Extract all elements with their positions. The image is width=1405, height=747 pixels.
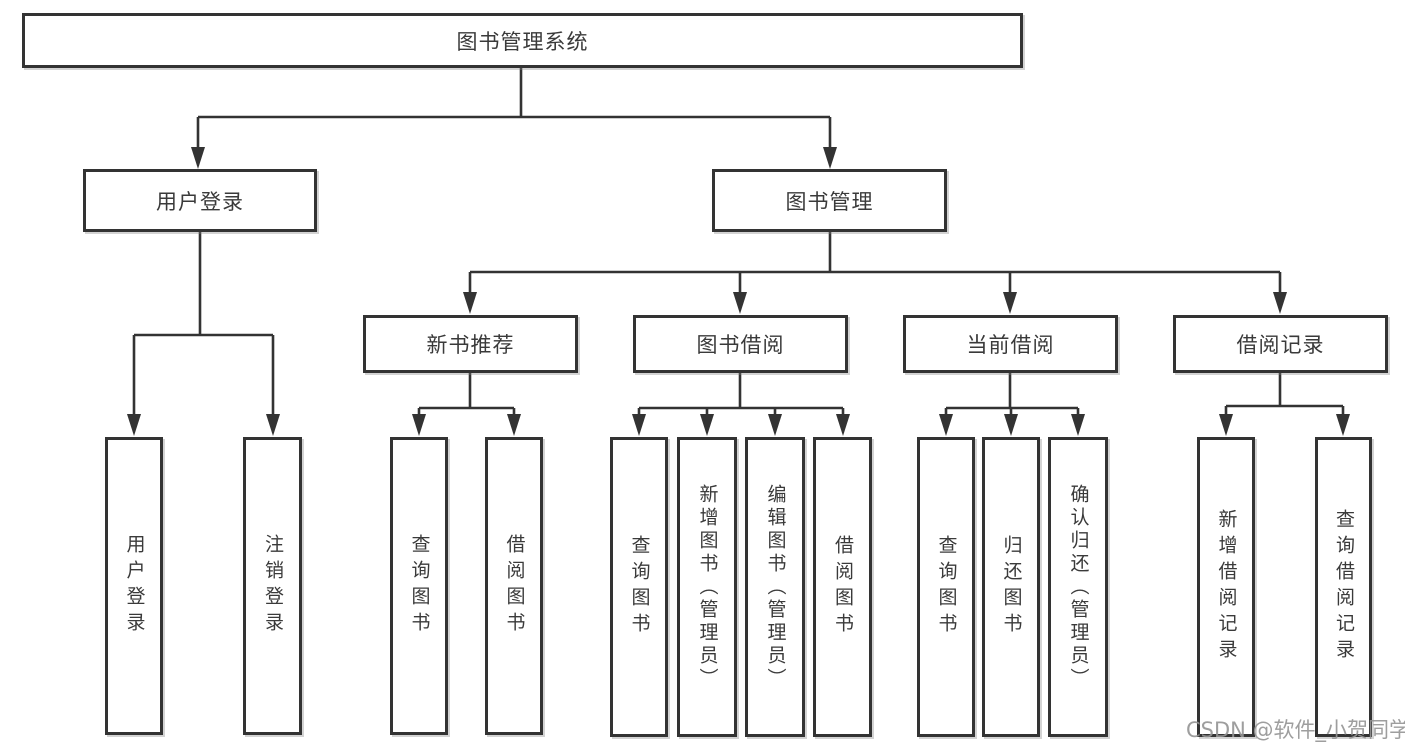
leaf-logout: 注销登录: [243, 437, 302, 735]
leaf-query-books-borrow: 查询图书: [610, 437, 668, 737]
node-library-management-system: 图书管理系统: [22, 13, 1023, 68]
leaf-query-books-current: 查询图书: [917, 437, 975, 737]
leaf-confirm-return-admin: 确认归还（管理员）: [1048, 437, 1108, 737]
node-user-login: 用户登录: [83, 169, 317, 232]
node-book-management: 图书管理: [712, 169, 947, 232]
leaf-query-books-recommend: 查询图书: [390, 437, 448, 735]
leaf-user-login: 用户登录: [105, 437, 163, 735]
node-current-borrowing: 当前借阅: [903, 315, 1118, 373]
leaf-query-borrow-record: 查询借阅记录: [1315, 437, 1372, 737]
leaf-return-books: 归还图书: [982, 437, 1040, 737]
leaf-add-books-admin: 新增图书（管理员）: [677, 437, 737, 737]
leaf-edit-books-admin: 编辑图书（管理员）: [745, 437, 805, 737]
node-borrowing-records: 借阅记录: [1173, 315, 1388, 373]
leaf-add-borrow-record: 新增借阅记录: [1197, 437, 1255, 737]
csdn-watermark: CSDN @软件_小贺同学: [1186, 718, 1405, 742]
node-book-borrowing: 图书借阅: [633, 315, 848, 373]
leaf-borrow-books: 借阅图书: [813, 437, 872, 737]
node-new-book-recommendation: 新书推荐: [363, 315, 578, 373]
leaf-borrow-books-recommend: 借阅图书: [485, 437, 543, 735]
